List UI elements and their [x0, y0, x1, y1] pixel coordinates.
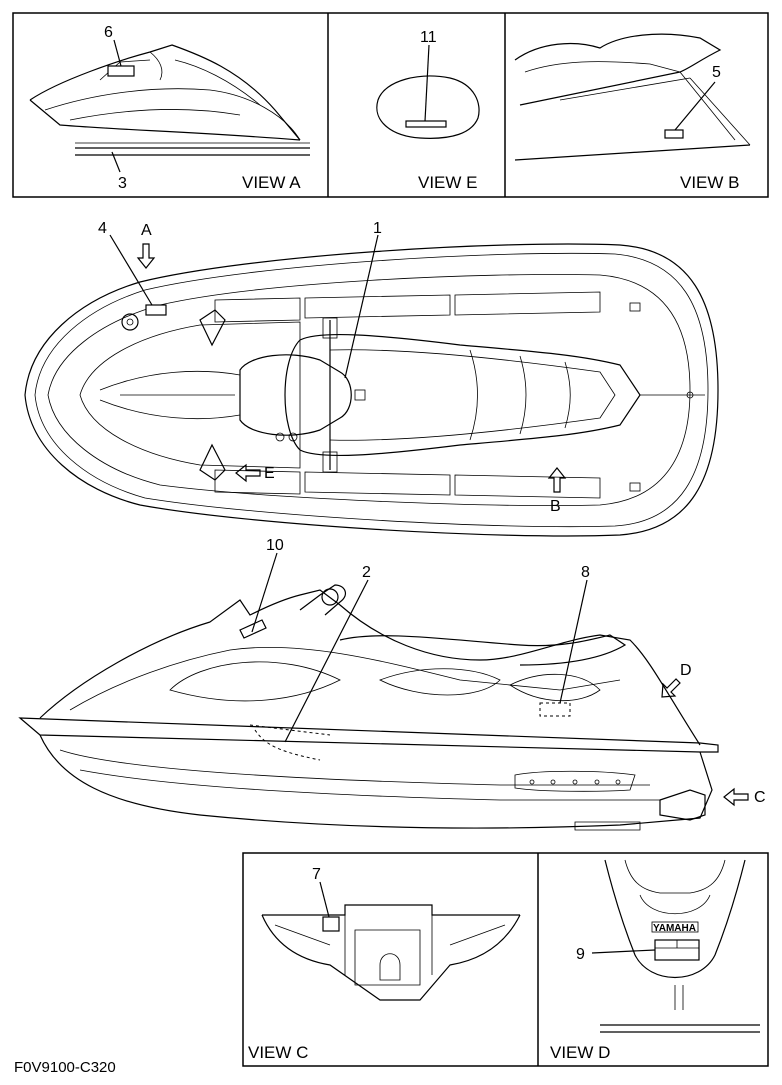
- view-a-title: VIEW A: [242, 173, 301, 192]
- view-c-panel: 7 VIEW C: [248, 866, 521, 1062]
- arrow-d: D: [661, 662, 692, 698]
- arrow-a: A: [136, 222, 156, 269]
- callout-9: 9: [576, 946, 585, 963]
- callout-3: 3: [118, 175, 127, 192]
- arrow-e: E: [235, 463, 275, 483]
- side-view-hull: 10 2 8 D C: [18, 537, 766, 831]
- arrow-e-letter: E: [264, 465, 275, 482]
- view-c-title: VIEW C: [248, 1043, 308, 1062]
- label-4-decal: [145, 304, 167, 316]
- top-view-panels: 6 3 VIEW A 11 VIEW E 5 VIEW B: [12, 12, 769, 198]
- arrow-d-letter: D: [680, 662, 692, 679]
- label-8-decal: [539, 702, 571, 717]
- arrow-b-letter: B: [550, 498, 561, 515]
- arrow-b: B: [547, 467, 567, 515]
- label-7-decal: [322, 916, 340, 932]
- arrow-a-letter: A: [141, 222, 152, 239]
- yamaha-badge: YAMAHA: [653, 923, 696, 934]
- arrow-c: C: [723, 787, 766, 807]
- callout-6: 6: [104, 24, 113, 41]
- callout-11: 11: [420, 29, 437, 46]
- callout-8: 8: [581, 564, 590, 581]
- label-5-decal: [664, 129, 684, 139]
- callout-7: 7: [312, 866, 321, 883]
- callout-10: 10: [266, 537, 284, 554]
- callout-1: 1: [373, 220, 382, 237]
- arrow-c-letter: C: [754, 789, 766, 806]
- view-d-title: VIEW D: [550, 1043, 610, 1062]
- label-6-decal: [107, 65, 135, 77]
- view-b-panel: 5 VIEW B: [514, 33, 751, 192]
- callout-4: 4: [98, 220, 107, 237]
- view-b-title: VIEW B: [680, 173, 740, 192]
- top-panel-frame: [12, 12, 769, 198]
- view-e-title: VIEW E: [418, 173, 478, 192]
- label-11-decal: [405, 120, 447, 128]
- figure-code: F0V9100-C320: [14, 1059, 116, 1076]
- view-d-panel: YAMAHA 9 VIEW D: [550, 859, 760, 1062]
- callout-5: 5: [712, 64, 721, 81]
- view-a-panel: 6 3 VIEW A: [29, 24, 310, 192]
- bottom-panel-frame: [242, 852, 769, 1067]
- bottom-view-panels: 7 VIEW C YAMAHA 9 VIEW D: [242, 852, 769, 1067]
- top-view-hull: 4 1 A E B: [24, 220, 719, 537]
- callout-2: 2: [362, 564, 371, 581]
- view-e-panel: 11 VIEW E: [376, 29, 480, 192]
